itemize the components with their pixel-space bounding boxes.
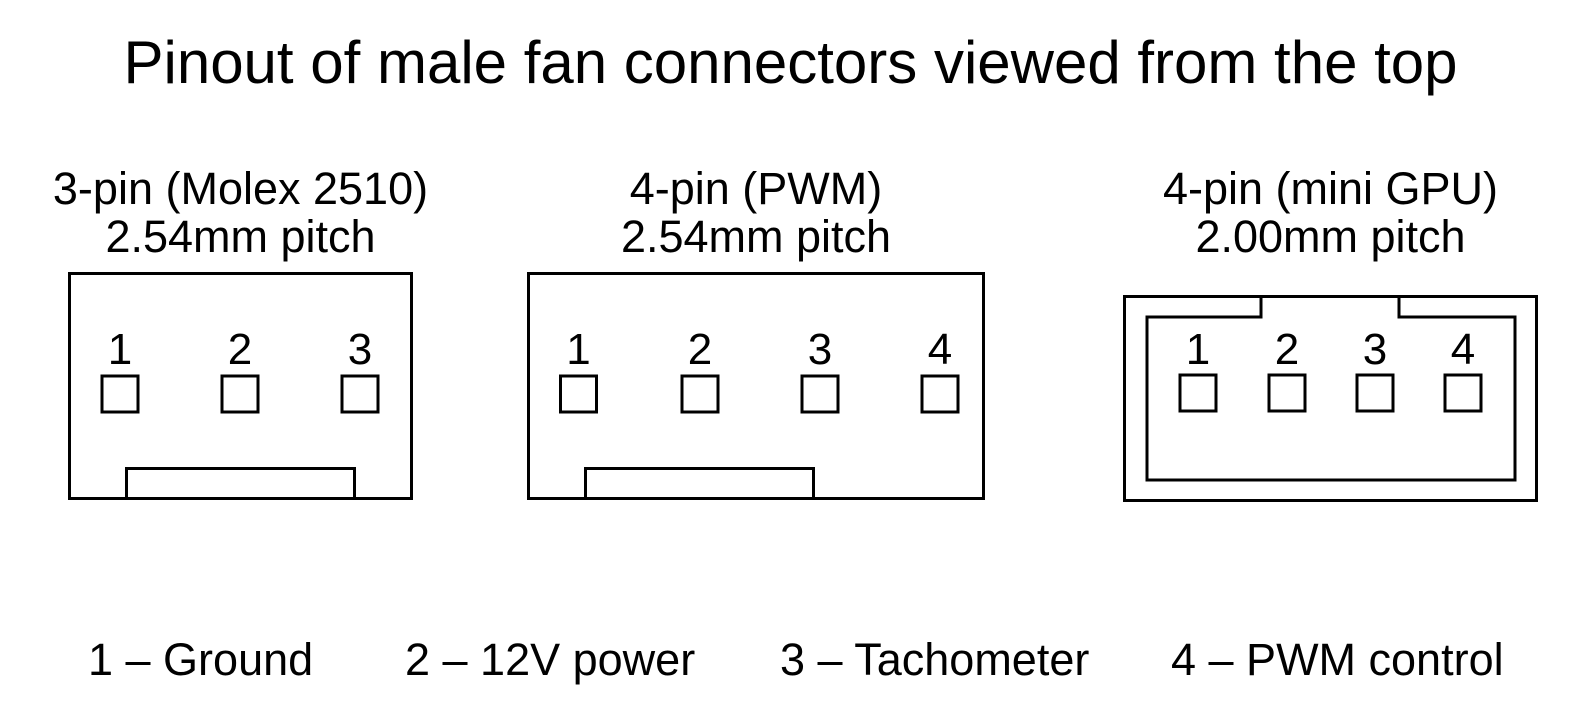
connector-name: 3-pin (Molex 2510) — [52, 163, 429, 214]
connector-pitch: 2.54mm pitch — [105, 211, 376, 262]
pin-square — [920, 374, 960, 414]
connector-pitch: 2.00mm pitch — [1195, 211, 1466, 262]
pin-number: 3 — [348, 325, 372, 374]
legend-pin3-tachometer: 3 – Tachometer — [780, 634, 1090, 685]
pin-square — [1355, 373, 1395, 413]
connector-name: 4-pin (PWM) — [629, 163, 883, 214]
diagram-title: Pinout of male fan connectors viewed fro… — [123, 29, 1458, 96]
pin-number: 2 — [1275, 325, 1299, 374]
pin-number: 3 — [1363, 325, 1387, 374]
connector-4pin-mini-gpu-drawing: 1 2 3 4 — [1123, 295, 1538, 502]
connector-pitch: 2.54mm pitch — [620, 211, 892, 262]
pin-square — [220, 374, 260, 414]
legend-pin4-pwm-control: 4 – PWM control — [1171, 634, 1504, 685]
connector-name: 4-pin (mini GPU) — [1162, 163, 1499, 214]
connector-4pin-pwm-drawing: 1 2 3 4 — [527, 272, 985, 500]
connector-4pin-pwm-label: 4-pin (PWM) 2.54mm pitch — [556, 165, 956, 261]
pin-square — [340, 374, 380, 414]
connector-3pin-molex-drawing: 1 2 3 — [68, 272, 413, 500]
pin-number: 2 — [688, 325, 712, 374]
pin-number: 4 — [1451, 325, 1475, 374]
pin-number: 3 — [808, 325, 832, 374]
keying-tab — [125, 467, 356, 500]
pin-square — [100, 374, 140, 414]
pin-number: 1 — [108, 325, 132, 374]
pin-square — [559, 374, 598, 414]
connector-body — [527, 272, 985, 500]
connector-inner-cavity — [1145, 295, 1517, 482]
pin-square — [680, 374, 720, 414]
pin-square — [1267, 373, 1307, 413]
connector-3pin-molex-label: 3-pin (Molex 2510) 2.54mm pitch — [40, 165, 441, 261]
pin-number: 1 — [1186, 325, 1210, 374]
pin-square — [1178, 373, 1218, 413]
keying-tab — [584, 467, 815, 500]
pin-square — [800, 374, 840, 414]
pin-square — [1443, 373, 1483, 413]
connector-4pin-mini-gpu-label: 4-pin (mini GPU) 2.00mm pitch — [1130, 165, 1531, 261]
pin-number: 4 — [928, 325, 952, 374]
pin-number: 2 — [228, 325, 252, 374]
pin-number: 1 — [566, 325, 590, 374]
legend-pin1-ground: 1 – Ground — [88, 634, 314, 685]
legend-pin2-12v-power: 2 – 12V power — [405, 634, 696, 685]
